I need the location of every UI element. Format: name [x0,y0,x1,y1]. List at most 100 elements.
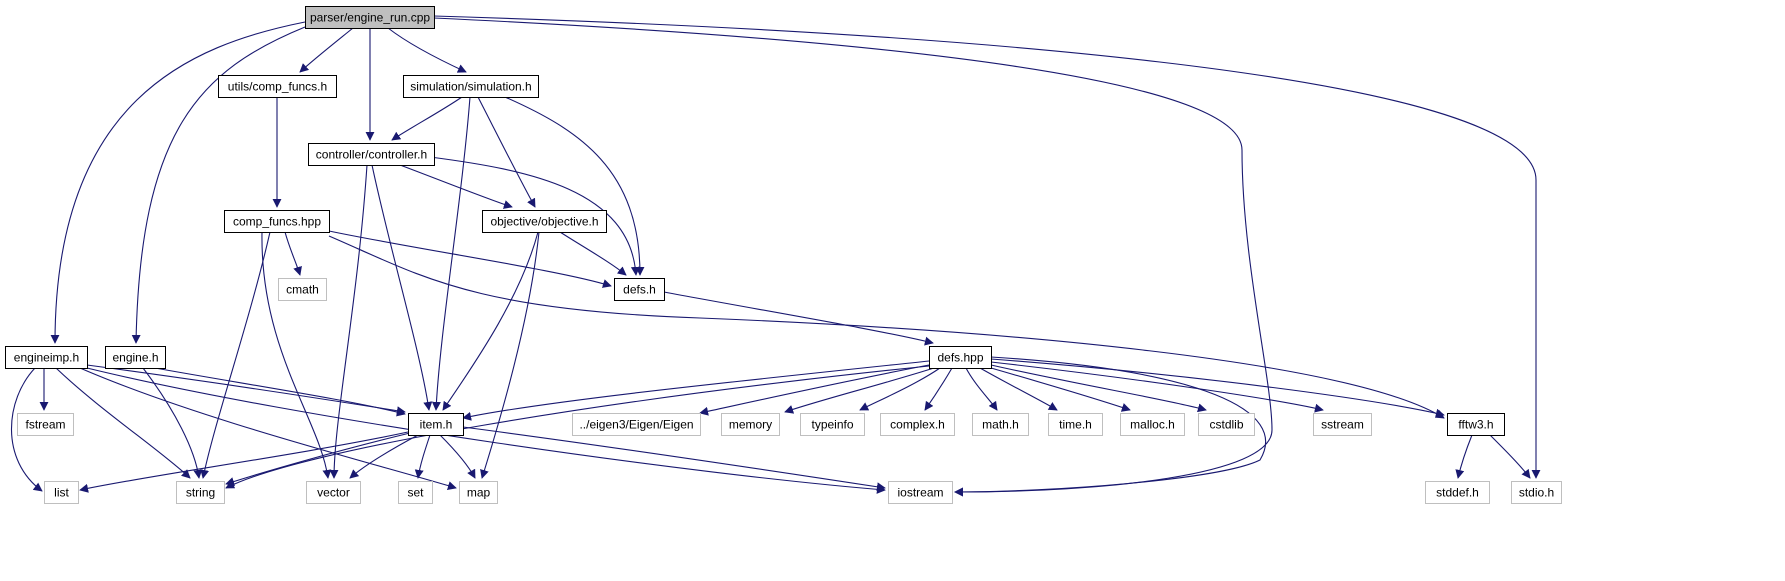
edge-item_h-to-list [79,431,409,493]
node-comp-funcs-h[interactable]: utils/comp_funcs.h [218,75,337,98]
node-box [459,481,498,504]
edge-comp_funcs_hpp-to-string [200,231,271,479]
node-box [800,413,865,436]
edge-item_h-to-vector [349,434,419,479]
edge-defs_hpp-to-sstream [990,361,1324,413]
edge-fftw3_h-to-stdio_h [1489,434,1531,479]
node-box [308,143,435,166]
node-label: fftw3.h [1458,418,1493,432]
node-string: string [176,481,225,504]
node-box [929,346,992,369]
node-box [721,413,780,436]
node-box [5,346,88,369]
node-box [224,210,330,233]
node-label: memory [729,418,772,432]
node-box [888,481,953,504]
node-box [306,481,361,504]
node-label: set [407,486,424,500]
edge-engineimp_h-to-list [11,367,43,492]
node-box [176,481,225,504]
edge-engine_run-to-engine_h [131,26,306,344]
edge-defs_hpp-to-complex_h [924,367,953,411]
edge-engine_h-to-item_h [154,367,406,417]
node-box [880,413,955,436]
edge-defs_hpp-to-eigen [699,364,930,416]
node-cmath: cmath [278,278,327,301]
node-label: item.h [420,418,453,432]
node-complex-h: complex.h [880,413,955,436]
node-label: controller/controller.h [316,148,427,162]
node-label: engine.h [112,351,158,365]
node-map: map [459,481,498,504]
node-label: comp_funcs.hpp [233,215,321,229]
node-label: stddef.h [1436,486,1479,500]
node-box [1425,481,1490,504]
node-box [17,413,74,436]
edge-defs_hpp-to-string [225,365,930,489]
node-label: cmath [286,283,319,297]
edge-item_h-to-string [225,432,411,486]
node-engine-h[interactable]: engine.h [105,346,166,369]
node-comp-funcs-hpp[interactable]: comp_funcs.hpp [224,210,330,233]
node-fftw3-h[interactable]: fftw3.h [1447,413,1505,436]
node-eigen: ../eigen3/Eigen/Eigen [572,413,701,436]
node-stdio-h: stdio.h [1511,481,1562,504]
node-engineimp-h[interactable]: engineimp.h [5,346,88,369]
node-label: simulation/simulation.h [410,80,531,94]
edge-comp_funcs_hpp-to-fftw3_h [328,235,1445,419]
edge-fftw3_h-to-stddef_h [1455,434,1473,479]
node-time-h: time.h [1048,413,1103,436]
node-label: malloc.h [1130,418,1175,432]
edge-defs_hpp-to-fftw3_h [990,358,1445,418]
edge-defs_hpp-to-memory [784,367,935,414]
node-objective-h[interactable]: objective/objective.h [482,210,607,233]
node-label: fstream [25,418,65,432]
node-box [614,278,665,301]
edge-objective_h-to-item_h [442,231,539,411]
edge-defs_hpp-to-time_h [979,367,1058,411]
node-label: stdio.h [1519,486,1554,500]
edge-engine_h-to-string [142,367,203,479]
node-defs-hpp[interactable]: defs.hpp [929,346,992,369]
edge-defs_hpp-to-malloc_h [990,367,1131,412]
node-label: complex.h [890,418,945,432]
edge-controller_h-to-defs_h [429,156,640,276]
edge-controller_h-to-vector [329,164,368,479]
edge-engineimp_h-to-item_h [86,364,406,416]
edges-layer [11,15,1541,497]
edge-engine_run-to-engineimp_h [50,21,306,344]
node-iostream: iostream [888,481,953,504]
node-stddef-h: stddef.h [1425,481,1490,504]
node-item-h[interactable]: item.h [408,413,464,436]
node-sstream: sstream [1313,413,1372,436]
node-label: objective/objective.h [490,215,598,229]
node-label: parser/engine_run.cpp [310,11,430,25]
edge-defs_hpp-to-math_h [965,367,998,411]
node-label: engineimp.h [14,351,79,365]
edge-engineimp_h-to-string [55,367,191,479]
node-cstdlib: cstdlib [1198,413,1255,436]
edge-objective_h-to-map [480,231,540,479]
node-label: typeinfo [811,418,853,432]
node-fstream: fstream [17,413,74,436]
node-box [44,481,79,504]
edge-defs_hpp-to-iostream [954,356,1266,497]
edge-objective_h-to-defs_h [559,231,627,276]
edge-comp_funcs_hpp-to-vector [261,231,332,479]
edge-defs_hpp-to-item_h [462,360,930,421]
node-box [1198,413,1255,436]
node-box [1313,413,1372,436]
node-engine-run[interactable]: parser/engine_run.cpp [305,6,435,29]
node-simulation-h[interactable]: simulation/simulation.h [403,75,539,98]
node-label: cstdlib [1209,418,1243,432]
node-label: list [54,486,69,500]
node-box [1511,481,1562,504]
node-box [105,346,166,369]
node-controller-h[interactable]: controller/controller.h [308,143,435,166]
node-label: sstream [1321,418,1364,432]
node-set: set [398,481,433,504]
node-defs-h[interactable]: defs.h [614,278,665,301]
node-label: map [467,486,491,500]
node-malloc-h: malloc.h [1120,413,1185,436]
